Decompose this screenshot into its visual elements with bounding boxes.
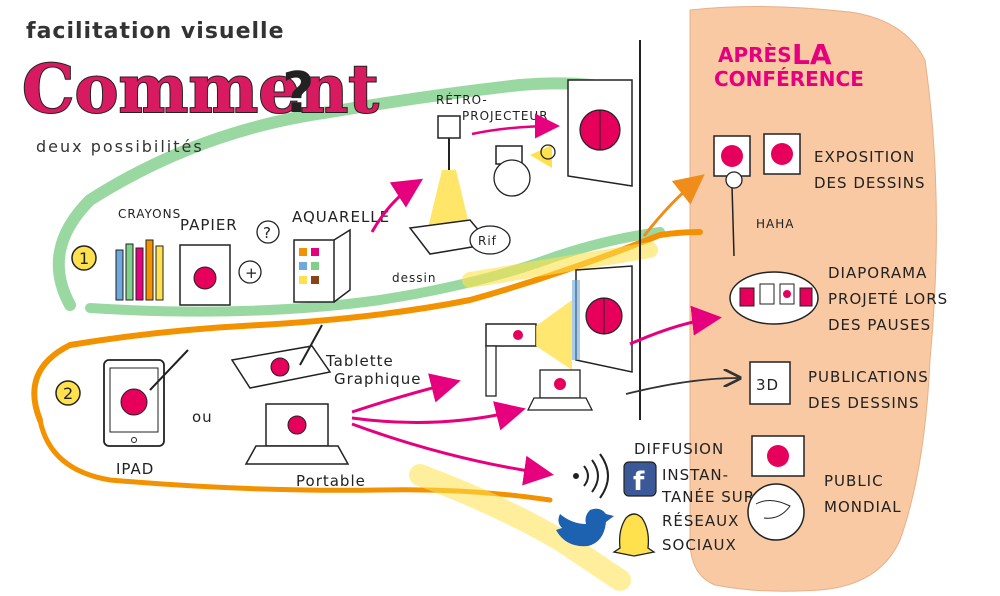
exposition-frames-icon: [713, 133, 801, 257]
twitter-icon: [556, 508, 614, 547]
graphic-tablet-icon: [230, 324, 332, 389]
exposition-line-0: EXPOSITION: [814, 148, 915, 166]
option-1-badge: [71, 245, 97, 271]
label-aquarelle: AQUARELLE: [292, 208, 390, 226]
diffusion-line-1: INSTAN-: [662, 466, 729, 484]
page-title: Comment: [22, 50, 379, 128]
projection-screen-top: [567, 79, 633, 187]
label-tablette: Tablette: [325, 352, 394, 370]
ipad-icon: [103, 349, 189, 447]
publications-line-0: PUBLICATIONS: [808, 368, 929, 386]
diffusion-line-3: RÉSEAUX: [662, 511, 739, 530]
diaporama-line-1: PROJETÉ LORS: [828, 289, 948, 308]
projection-screen-bottom: [572, 265, 633, 373]
diffusion-line-0: DIFFUSION: [634, 440, 724, 458]
arrow-to-exposition: [642, 174, 705, 237]
snapchat-icon: [612, 513, 656, 557]
diaporama-line-2: DES PAUSES: [828, 316, 931, 334]
ladybug-icon: [193, 266, 217, 290]
facebook-icon: [623, 461, 657, 497]
video-projector-icon: [485, 300, 572, 397]
label-dessin: dessin: [392, 271, 436, 285]
crayons-icon: [115, 239, 164, 301]
label-portable: Portable: [296, 472, 366, 490]
after-apres: APRÈS: [718, 43, 792, 67]
arrow-to-publications: [625, 378, 738, 395]
laptop-display-icon: [526, 369, 594, 411]
arrow-projector-to-screen: [471, 113, 560, 139]
header-subtitle: deux possibilités: [36, 137, 204, 156]
option-2-badge: [55, 380, 81, 406]
header-line1: facilitation visuelle: [26, 19, 285, 44]
label-haha: HAHA: [756, 217, 794, 231]
label-crayons: CRAYONS: [118, 207, 181, 221]
watercolor-box-icon: [293, 228, 351, 303]
world-audience-icon: [747, 435, 805, 541]
question-sign: ?: [263, 224, 272, 242]
label-rif: Rif: [478, 234, 497, 248]
option-1-number: 1: [79, 249, 89, 268]
arrow-to-projector: [370, 178, 424, 233]
label-retro: RÉTRO-: [436, 92, 488, 107]
after-la: LA: [792, 38, 832, 71]
plus-circle: [238, 260, 262, 284]
presenter-sketch: [493, 144, 556, 197]
orange-band: [31, 229, 703, 423]
arrow-to-laptop-display: [351, 401, 526, 431]
label-projecteur: PROJECTEUR: [462, 109, 549, 123]
book-3d-label: 3D: [756, 376, 779, 394]
plus-sign: +: [245, 264, 259, 282]
diffusion-text: DIFFUSION INSTAN- TANÉE SUR RÉSEAUX SOCI…: [634, 440, 755, 554]
book-3d-icon: [749, 361, 791, 405]
public-line-1: MONDIAL: [824, 498, 902, 516]
facebook-letter: f: [633, 467, 645, 497]
label-graphique: Graphique: [334, 370, 421, 388]
question-circle: [256, 220, 280, 244]
arrow-to-social: [351, 422, 554, 486]
slideshow-carousel-icon: [729, 271, 819, 325]
diffusion-line-4: SOCIAUX: [662, 536, 737, 554]
wifi-broadcast-icon: [573, 453, 609, 499]
diffusion-line-2: TANÉE SUR: [661, 487, 755, 506]
label-papier: PAPIER: [180, 216, 238, 234]
after-conference: CONFÉRENCE: [714, 67, 864, 91]
label-ipad: IPAD: [116, 460, 154, 478]
laptop-icon: [244, 403, 350, 465]
publications-line-1: DES DESSINS: [808, 394, 920, 412]
diaporama-line-0: DIAPORAMA: [828, 264, 927, 282]
public-line-0: PUBLIC: [824, 472, 884, 490]
option-2-number: 2: [63, 384, 73, 403]
arrow-to-diaporama: [629, 305, 722, 346]
green-band: [52, 77, 626, 311]
rif-bubble: [469, 225, 511, 255]
label-ou: ou: [192, 408, 213, 426]
exposition-line-1: DES DESSINS: [814, 174, 926, 192]
title-question-mark: ?: [282, 61, 314, 126]
arrow-to-video-projector: [351, 373, 461, 414]
